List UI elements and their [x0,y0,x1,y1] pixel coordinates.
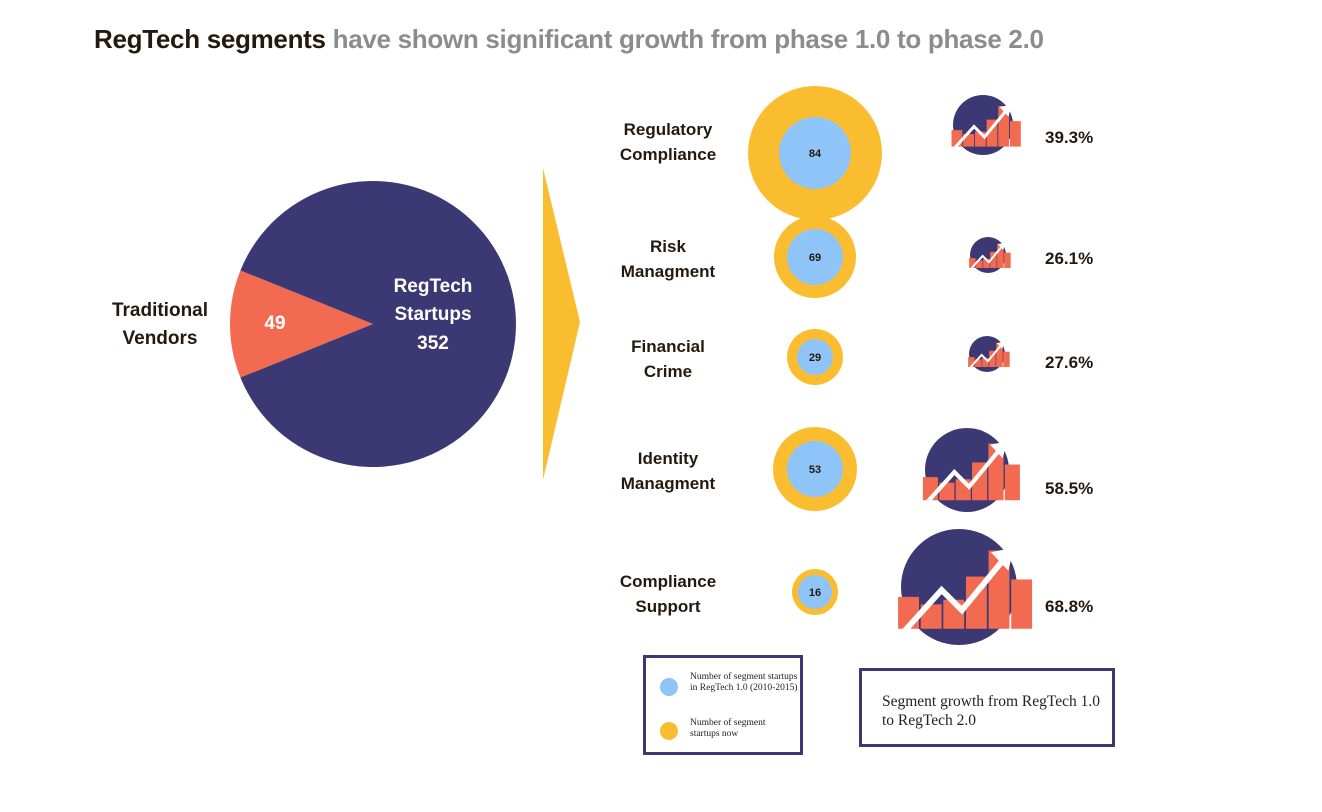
icon-bar [986,119,998,147]
icon-bar [996,342,1003,367]
blue-dot-icon [660,678,678,696]
legend-growth-text: Segment growth from RegTech 1.0 to RegTe… [882,693,1101,729]
segment-label-1: Compliance [620,572,716,591]
icon-bar [963,134,974,147]
icon-bar [990,251,997,268]
inner-circle [797,339,833,375]
icon-bar [968,357,975,367]
icon-arrowhead [990,547,1015,571]
icon-bar [974,131,986,147]
icon-bar [976,260,983,268]
icon-bar [969,258,976,268]
legend-counts: Number of segment startups in RegTech 1.… [643,655,803,755]
icon-bar [998,106,1010,147]
segment-label-2: Crime [644,362,692,381]
icon-bar [951,130,963,147]
title-rest: have shown significant growth from phase… [332,24,1044,54]
growth-percent: 58.5% [1045,479,1093,498]
icon-arrow [969,345,1002,369]
segment-label-2: Managment [621,262,716,281]
inner-circle [787,441,843,497]
icon-bar [975,359,982,367]
icon-arrowhead [990,441,1007,459]
legend-item-1: Number of segment startups in RegTech 1.… [660,672,798,696]
icon-bar [1004,464,1020,501]
pie-slice-1 [240,181,516,468]
growth-chart-icon [951,95,1021,155]
legend-text-1: Number of segment startups in RegTech 1.… [690,672,798,693]
segment-value: 16 [809,587,821,599]
segment-label-2: Compliance [620,145,716,164]
icon-bar [989,350,996,367]
icon-bar [983,258,990,268]
legend-growth: Segment growth from RegTech 1.0 to RegTe… [859,668,1115,747]
icon-arrowhead [997,242,1006,250]
pie-value-startups: 352 [417,333,449,354]
pie-value-traditional: 49 [264,313,285,334]
inner-circle [798,575,832,609]
growth-percent: 27.6% [1045,353,1093,372]
pie-label-traditional-1: Traditional [112,300,208,321]
growth-percent: 68.8% [1045,597,1093,616]
icon-arrow [953,110,1007,150]
growth-percent: 39.3% [1045,128,1093,147]
segment-value: 53 [809,464,821,476]
legend-item-2: Number of segment startups now [660,718,790,740]
growth-chart-icon [922,428,1020,512]
pie-label-traditional-2: Vendors [123,328,198,349]
segment-value: 69 [809,252,821,264]
pie-label-startups-1: RegTech [394,276,473,297]
pie-label-startups-2: Startups [394,304,471,325]
growth-percent: 26.1% [1045,249,1093,268]
icon-arrowhead [996,341,1005,349]
legend-text-2: Number of segment startups now [690,718,766,739]
inner-circle [779,117,851,189]
growth-chart-icon [968,336,1010,372]
segment-label-1: Financial [631,337,705,356]
growth-chart-icon [898,529,1033,645]
icon-bar [1011,579,1033,629]
segment-label-1: Regulatory [624,120,713,139]
segment-value: 84 [809,148,822,160]
icon-bar [1003,351,1010,367]
icon-bar [982,357,989,367]
icon-arrowhead [999,104,1012,117]
segment-label-2: Managment [621,474,716,493]
arrow-chevron [543,168,580,480]
icon-arrow [925,449,1001,504]
title-bold: RegTech segments [94,24,326,54]
chart-title: RegTech segments have shown significant … [94,24,1044,55]
growth-chart-icon [969,237,1011,273]
segment-label-2: Support [635,597,700,616]
icon-arrow [901,559,1005,634]
segment-label-1: Risk [650,237,686,256]
pie-slice-0 [229,270,373,378]
icon-bar [1004,252,1011,268]
segment-value: 29 [809,352,821,364]
icon-bar [1010,121,1021,147]
pie-chart [229,181,516,468]
yellow-dot-icon [660,722,678,740]
inner-circle [787,229,843,285]
segment-label-1: Identity [638,449,699,468]
icon-arrow [970,246,1003,270]
icon-bar [997,243,1004,268]
